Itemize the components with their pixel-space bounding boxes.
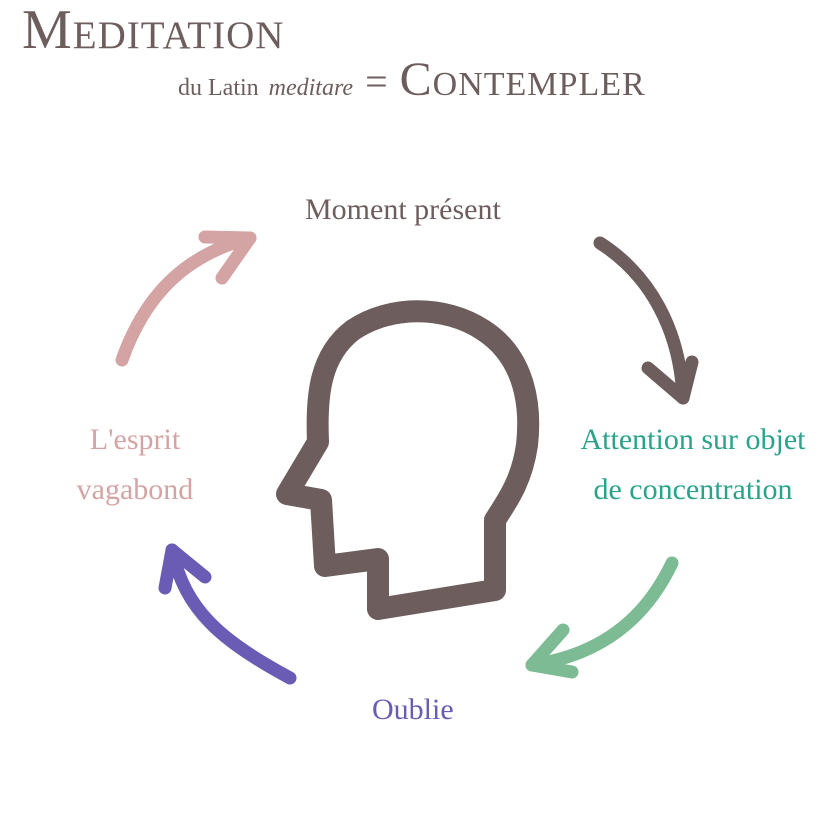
subtitle: du Latin meditare = Contempler [178, 52, 646, 107]
page-title: Meditation [22, 0, 285, 61]
subtitle-prefix: du Latin [178, 75, 259, 101]
label-esprit-line1: L'esprit [89, 423, 181, 456]
arrow-top-right [593, 236, 699, 405]
head-profile-icon [276, 300, 540, 620]
subtitle-meaning: Contempler [399, 53, 646, 106]
subtitle-latin-word: meditare [268, 75, 354, 101]
label-esprit-line2: vagabond [76, 473, 194, 506]
label-attention-line2: de concentration [593, 473, 793, 506]
subtitle-equals: = [365, 59, 388, 104]
label-moment-present: Moment présent [305, 193, 501, 226]
arrow-bottom-left [158, 543, 297, 685]
label-esprit-vagabond: L'esprit vagabond [50, 415, 220, 515]
label-oublie: Oublie [372, 693, 454, 726]
label-attention-line1: Attention sur objet [580, 423, 806, 456]
arrow-left-top [115, 230, 257, 367]
arrow-right-bottom [525, 556, 679, 679]
label-attention: Attention sur objet de concentration [548, 415, 838, 515]
